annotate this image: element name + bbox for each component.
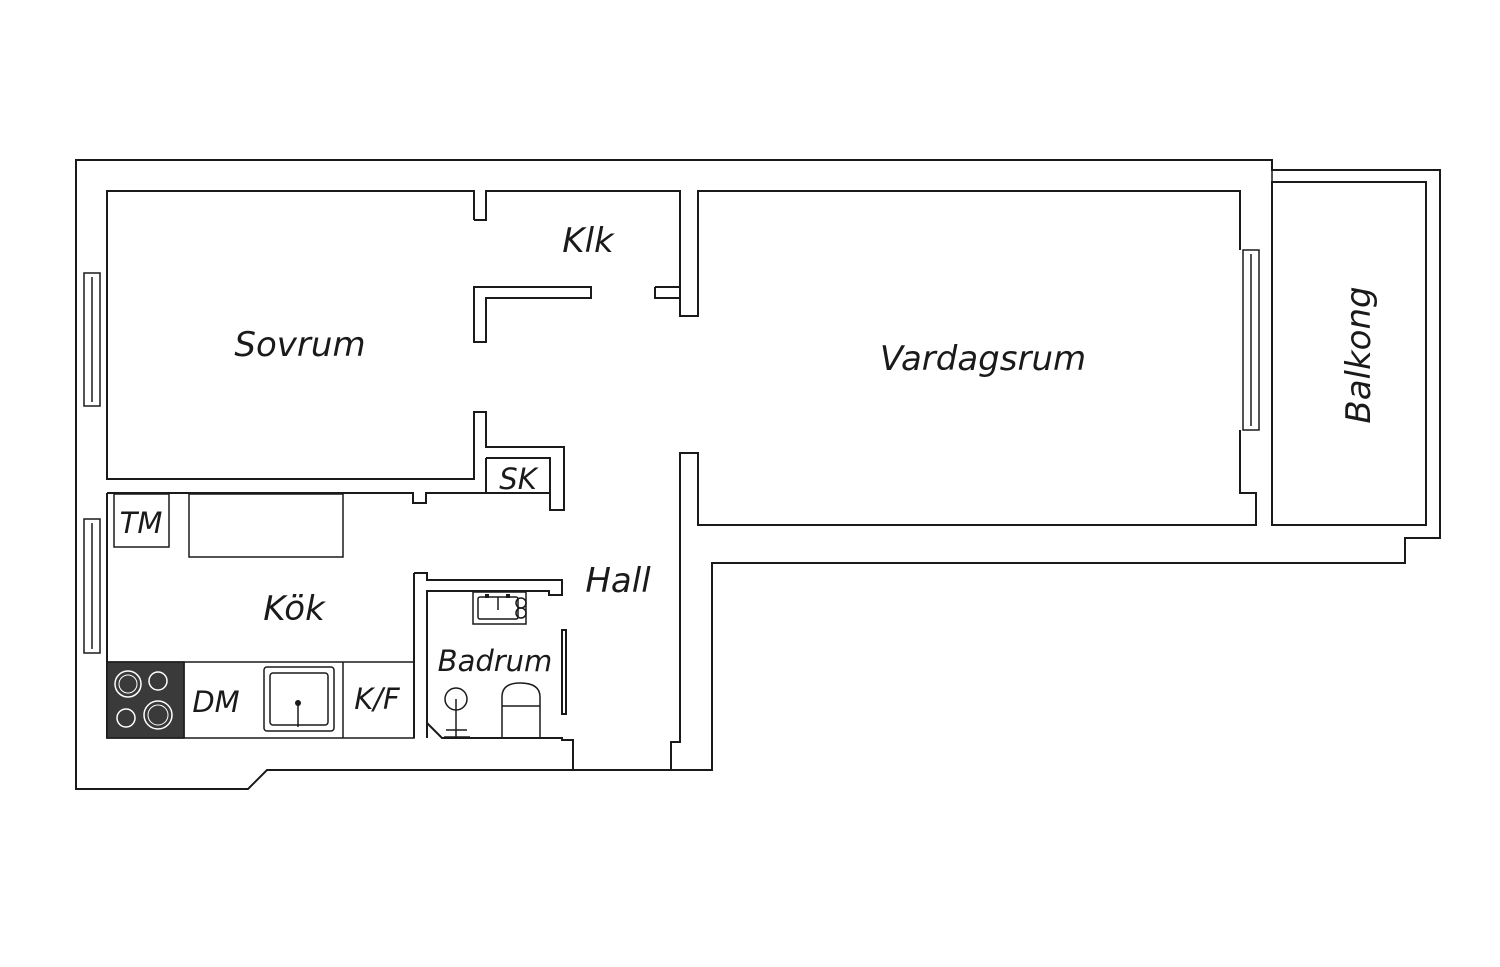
room-label-closet: Klk bbox=[562, 221, 615, 261]
bathroom-right-wall bbox=[561, 629, 567, 715]
window-kitchen bbox=[83, 518, 101, 654]
closet-jamb bbox=[654, 286, 680, 299]
room-label-hall: Hall bbox=[585, 561, 651, 601]
outer-wall bbox=[75, 159, 1441, 790]
kitchen-counter-top bbox=[188, 493, 344, 558]
room-label-bedroom: Sovrum bbox=[234, 325, 365, 365]
window-living-room bbox=[1242, 249, 1260, 431]
stove-icon bbox=[106, 661, 185, 739]
bedroom-door-jamb bbox=[474, 190, 1241, 317]
room-label-living-room: Vardagsrum bbox=[880, 339, 1086, 379]
bedroom-door-frame bbox=[473, 286, 592, 343]
room-label-dishwasher: DM bbox=[192, 685, 239, 719]
room-label-balcony: Balkong bbox=[1339, 286, 1379, 423]
washbasin-icon bbox=[472, 591, 527, 625]
kitchen-sink-icon bbox=[263, 666, 335, 732]
bathroom-bottom bbox=[426, 722, 574, 770]
bedroom-wall bbox=[106, 190, 565, 511]
shower-icon bbox=[444, 687, 470, 738]
room-label-wardrobe: SK bbox=[499, 462, 538, 496]
washer-box bbox=[113, 493, 170, 548]
room-label-kitchen: Kök bbox=[263, 589, 326, 629]
room-label-washer: TM bbox=[120, 506, 163, 540]
kitchen-top-wall bbox=[107, 492, 550, 504]
room-label-bathroom: Badrum bbox=[438, 644, 553, 678]
window-bedroom bbox=[83, 272, 101, 407]
living-room-wall bbox=[670, 430, 1257, 770]
toilet-icon bbox=[501, 682, 541, 738]
bathroom-wall bbox=[413, 572, 563, 738]
room-label-fridge-freezer: K/F bbox=[354, 682, 401, 716]
